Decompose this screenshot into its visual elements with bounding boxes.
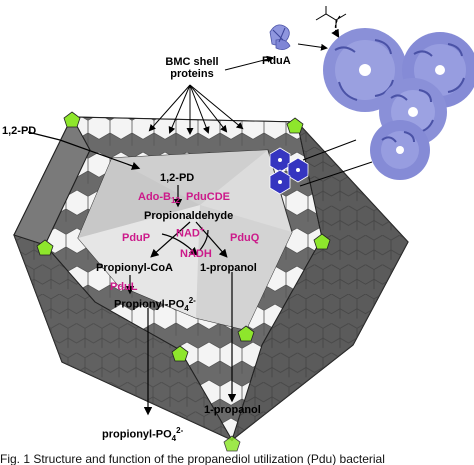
propionyl-po4-text: Propionyl-PO — [114, 298, 185, 311]
pathway-arrows — [27, 15, 341, 416]
out-propionyl-po4-label: propionyl-PO42- — [102, 425, 183, 445]
out-propionyl-po4-text: propionyl-PO — [102, 428, 172, 441]
zoom-lines — [299, 139, 373, 187]
nad-text: NAD — [176, 227, 200, 240]
figure-caption: Fig. 1 Structure and function of the pro… — [0, 452, 385, 465]
pdul-label: PduL — [110, 281, 138, 293]
nad-plus-label: NAD+ — [176, 224, 205, 240]
propionyl-po4-label: Propionyl-PO42- — [114, 295, 196, 315]
ado-b12-label: Ado-B12 — [138, 191, 180, 207]
out-propionyl-po4-superscript: 2- — [176, 426, 184, 435]
shell-interior — [77, 149, 293, 331]
pdup-label: PduP — [122, 232, 151, 244]
vertex-pentamers — [36, 111, 331, 452]
shell-label-pointers — [148, 43, 328, 135]
bmc-shell-line1: BMC shell — [165, 56, 219, 68]
nad-superscript: + — [199, 225, 205, 234]
pduq-label: PduQ — [230, 232, 260, 244]
highlighted-hexamers — [269, 147, 309, 195]
bmc-shell-label: BMC shell proteins — [152, 56, 232, 80]
propanediol-molecule — [315, 6, 347, 28]
ado-b-text: Ado-B — [138, 191, 171, 203]
pdua-hexamer-assembly — [323, 28, 474, 180]
propanol-outer-label: 1-propanol — [204, 404, 261, 416]
ado-b-subscript: 12 — [171, 196, 180, 206]
propionyl-po4-superscript: 2- — [188, 296, 196, 305]
pd-outer-label: 1,2-PD — [2, 125, 37, 137]
pdua-label: PduA — [262, 55, 291, 67]
out-propionyl-po4-subscript: 4 — [171, 433, 177, 443]
bmc-shell-line2: proteins — [170, 68, 214, 80]
propionyl-po4-subscript: 4 — [184, 303, 189, 313]
pd-inner-label: 1,2-PD — [160, 172, 195, 184]
pducde-label: PduCDE — [186, 191, 230, 203]
nadh-label: NADH — [180, 248, 212, 260]
propionyl-coa-label: Propionyl-CoA — [96, 262, 173, 274]
pdua-ribbon-image — [269, 24, 291, 50]
propanol-inner-label: 1-propanol — [200, 262, 257, 274]
propionaldehyde-label: Propionaldehyde — [144, 210, 234, 222]
